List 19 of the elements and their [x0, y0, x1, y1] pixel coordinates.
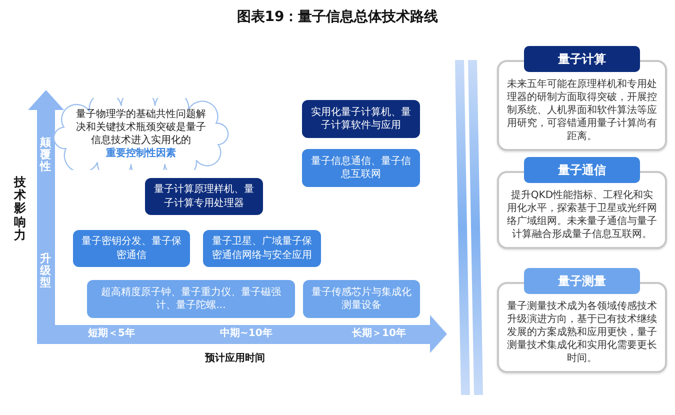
axis-label: 技术影响力: [14, 176, 26, 242]
cloud-text: 量子物理学的基础共性问题解决和关键技术瓶颈突破是量子信息技术进入实用化的: [75, 108, 207, 147]
tick-label: 中期~10年: [220, 326, 272, 340]
roadmap-box: 量子卫星、广域量子保密通信网络与安全应用: [203, 230, 321, 267]
roadmap-box: 量子计算原理样机、量子计算专用处理器: [145, 178, 263, 215]
roadmap-box: 量子密钥分发、量子保密通信: [73, 230, 190, 267]
axis-label: 颠覆性: [40, 137, 51, 174]
roadmap-box: 量子传感芯片与集成化测量设备: [303, 280, 420, 318]
axis-label: 升级型: [40, 253, 51, 290]
chart-title: 图表19：量子信息总体技术路线: [236, 8, 440, 26]
axis-title: 预计应用时间: [205, 351, 265, 365]
roadmap-box: 超高精度原子钟、量子重力仪、量子磁强计、量子陀螺...: [87, 280, 295, 318]
highlight-text: 重要控制性因素: [106, 147, 176, 160]
roadmap-box: 量子信息通信、量子信息互联网: [302, 149, 420, 187]
tick-label: 短期＜5年: [88, 326, 135, 340]
info-card: [497, 157, 667, 249]
roadmap-box: 实用化量子计算机、量子计算软件与应用: [302, 100, 420, 138]
thought-cloud: [52, 98, 230, 170]
tick-label: 长期＞10年: [352, 326, 406, 340]
